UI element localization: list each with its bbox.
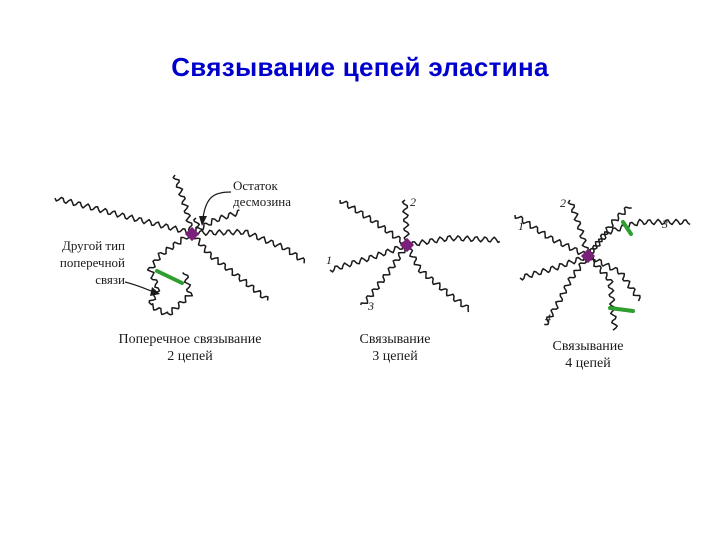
label-other-crosslink-line1: Другой тип: [62, 238, 125, 253]
desmosine-panel-3: [580, 248, 596, 264]
chain-2-panel-2: [401, 199, 470, 313]
pointer-arrow-residue: [202, 191, 232, 219]
caption-panel-3-line2: 4 цепей: [565, 356, 611, 371]
chain-d-panel-1: [191, 209, 240, 236]
desmosine-panel-2: [399, 237, 415, 253]
label-other-crosslink-line2: поперечной: [60, 255, 125, 270]
arrowhead-residue: [199, 216, 207, 226]
chain-1-panel-2: [329, 235, 501, 273]
slide-title: Связывание цепей эластина: [171, 52, 549, 82]
caption-panel-2-line2: 3 цепей: [372, 349, 418, 364]
chain-number-1: 1: [326, 253, 332, 267]
chain-number-3: 3: [367, 299, 374, 313]
crosslink-green-panel-1: [155, 269, 184, 285]
crosslink-green-b-panel-3: [608, 306, 635, 313]
chain-number-2: 2: [410, 195, 416, 209]
chain-number-3: 3: [661, 217, 668, 231]
panel-2-labels: 1 2 3 Связывание 3 цепей: [326, 195, 430, 364]
caption-panel-3-line1: Связывание: [553, 339, 624, 354]
chain-b-panel-1: [172, 174, 269, 301]
chain-number-1: 1: [518, 219, 524, 233]
chain-number-4: 4: [545, 311, 551, 325]
desmosine-residues: [184, 226, 596, 264]
pointer-arrow-other: [124, 281, 155, 293]
chain-3-panel-2: [339, 199, 409, 306]
chain-c-panel-1: [146, 231, 194, 316]
residue-tick-panel-1: [193, 217, 201, 229]
crosslinks-other-type: [155, 220, 635, 313]
chain-4-panel-3: [544, 255, 589, 326]
caption-panel-1-line1: Поперечное связывание: [119, 332, 262, 347]
arrowhead-other: [150, 287, 160, 296]
chain-3-panel-3: [519, 253, 618, 331]
caption-panel-2-line1: Связывание: [360, 332, 431, 347]
chain-number-2: 2: [560, 196, 566, 210]
label-desmosine-residue-line2: десмозина: [233, 194, 291, 209]
label-other-crosslink-line3: связи: [95, 272, 125, 287]
label-desmosine-residue-line1: Остаток: [233, 178, 278, 193]
chain-a-panel-1: [54, 196, 306, 264]
panel-3-labels: 1 2 3 4 Связывание 4 цепей: [518, 196, 668, 371]
crosslink-green-a-panel-3: [621, 220, 633, 236]
caption-panel-1-line2: 2 цепей: [167, 349, 213, 364]
desmosine-panel-1: [184, 226, 200, 242]
chain-1-panel-3: [514, 214, 641, 302]
chain-5-panel-3: [587, 206, 632, 257]
panel-1-labels: Остаток десмозина Другой тип поперечной …: [60, 178, 291, 364]
